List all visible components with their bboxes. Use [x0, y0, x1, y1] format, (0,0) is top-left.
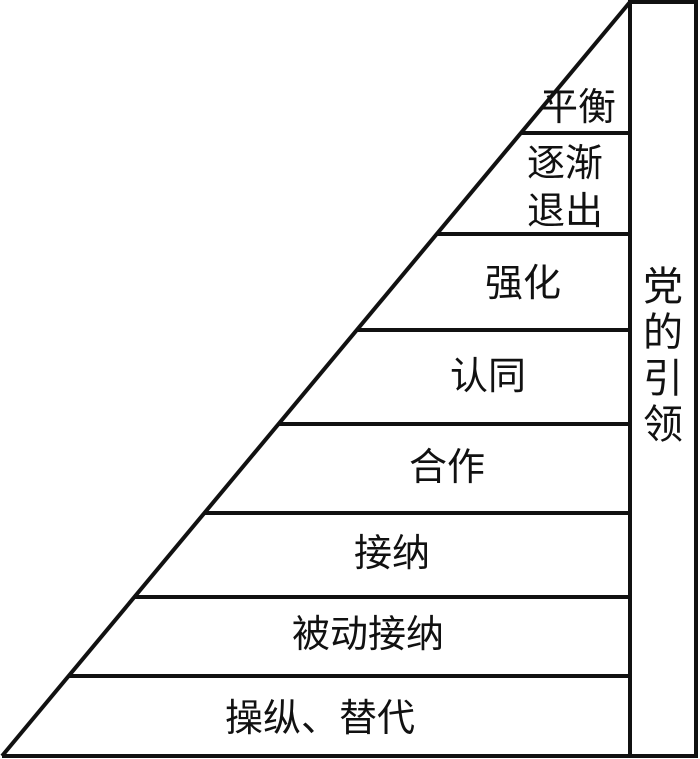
level-label-strengthen: 强化 [485, 261, 561, 305]
level-label-manipulate-replace: 操纵、替代 [225, 696, 415, 740]
level-label-balance: 平衡 [540, 85, 616, 129]
level-label-passive-accept: 被动接纳 [292, 612, 444, 656]
level-label-cooperate: 合作 [409, 445, 485, 489]
side-char: 党 [643, 264, 683, 310]
level-label-withdraw-1: 逐渐 [527, 141, 603, 185]
side-char: 领 [643, 402, 683, 448]
level-label-identify: 认同 [450, 354, 526, 398]
side-char: 的 [643, 310, 683, 356]
level-label-accept: 接纳 [354, 531, 430, 575]
pyramid-hypotenuse [0, 0, 632, 758]
side-bar [628, 0, 698, 758]
side-char: 引 [643, 356, 683, 402]
level-label-withdraw-2: 退出 [527, 189, 603, 233]
